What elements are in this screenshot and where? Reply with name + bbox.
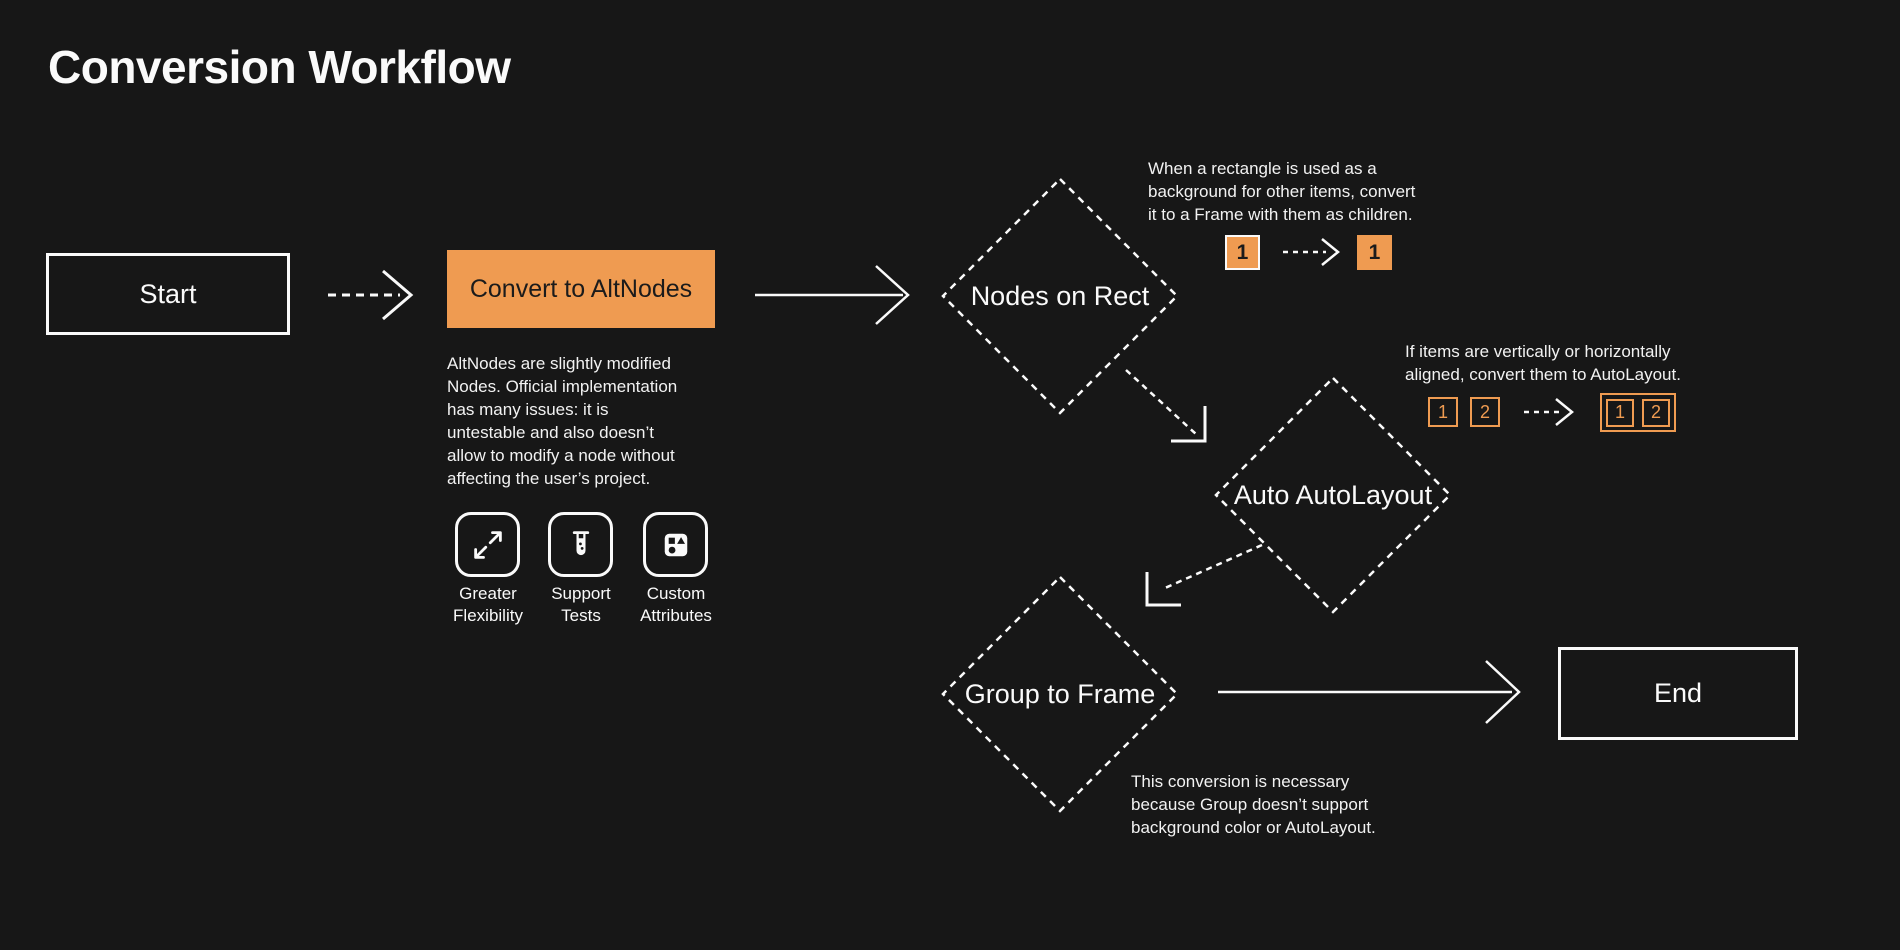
autolayout-grouped-chip-1: 1 — [1606, 398, 1634, 427]
autolayout-item-chip-2: 2 — [1470, 397, 1500, 427]
rect-before-badge: 1 — [1225, 235, 1260, 270]
page-title: Conversion Workflow — [48, 41, 511, 93]
end-label: End — [1653, 678, 1703, 708]
arrow-autolayout-to-group — [1145, 543, 1263, 607]
feature-label-support-tests: Support Tests — [551, 584, 611, 625]
nodes-on-rect-label: Nodes on Rect — [970, 280, 1150, 311]
autolayout-chip-group: 1 2 — [1600, 393, 1676, 432]
arrow-start-to-convert — [328, 269, 414, 321]
mini-arrow-rect-badges — [1283, 238, 1340, 266]
test-tube-icon — [572, 530, 589, 555]
feature-label-greater-flexibility: Greater Flexibility — [453, 584, 523, 625]
shapes-icon — [664, 533, 687, 556]
mini-arrow-autolayout-chips — [1524, 398, 1574, 426]
feature-support-tests — [548, 512, 613, 577]
start-label: Start — [139, 278, 197, 309]
feature-label-custom-attributes: Custom Attributes — [640, 584, 712, 625]
convert-to-altnodes-node: Convert to AltNodes — [447, 250, 715, 328]
convert-label: Convert to AltNodes — [469, 274, 693, 303]
end-node: End — [1558, 647, 1798, 740]
autolayout-item-chip-1: 1 — [1428, 397, 1458, 427]
expand-arrows-icon — [473, 530, 502, 559]
nodes-on-rect-diamond — [941, 177, 1179, 415]
rect-annotation: When a rectangle is used as a background… — [1148, 159, 1416, 224]
arrow-group-to-end — [1218, 660, 1521, 724]
group-to-frame-label: Group to Frame — [964, 678, 1156, 709]
autolayout-annotation: If items are vertically or horizontally … — [1405, 342, 1681, 384]
rect-after-badge: 1 — [1357, 235, 1392, 270]
auto-autolayout-label: Auto AutoLayout — [1233, 479, 1433, 510]
arrow-convert-to-rect — [755, 265, 910, 325]
altnodes-description: AltNodes are slightly modified Nodes. Of… — [447, 354, 678, 488]
arrow-rect-to-autolayout — [1125, 369, 1207, 443]
feature-greater-flexibility — [455, 512, 520, 577]
auto-autolayout-diamond — [1214, 376, 1452, 614]
frame-annotation: This conversion is necessary because Gro… — [1131, 772, 1376, 837]
autolayout-grouped-chip-2: 2 — [1642, 398, 1670, 427]
start-node: Start — [46, 253, 290, 335]
feature-custom-attributes — [643, 512, 708, 577]
